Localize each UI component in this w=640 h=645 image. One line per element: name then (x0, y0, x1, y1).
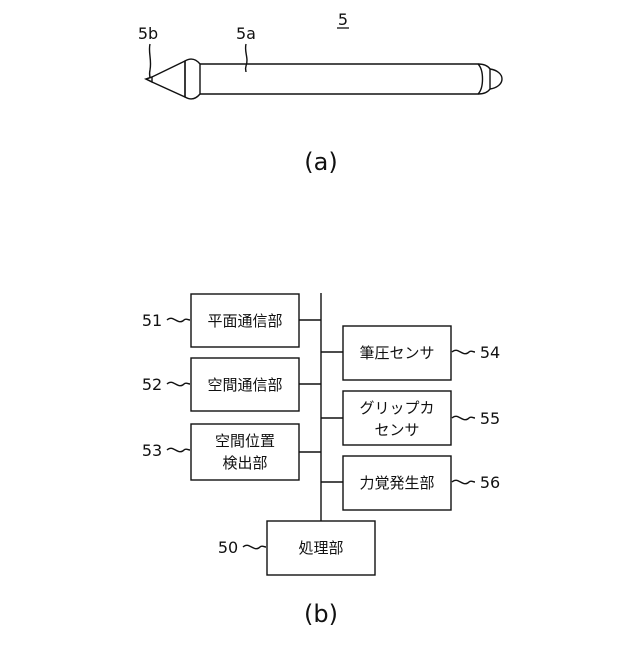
pen-end-knob (490, 69, 502, 89)
label-5a: 5a (236, 24, 256, 43)
leader-54 (452, 350, 475, 353)
pen-barrel (200, 64, 483, 94)
ref-50: 50 (218, 538, 238, 557)
block-55-text-line2: センサ (374, 421, 419, 439)
block-diagram: 平面通信部 51 空間通信部 52 空間位置 検出部 53 筆圧センサ 54 グ… (142, 293, 500, 628)
leader-50 (243, 545, 266, 548)
ref-55: 55 (480, 409, 500, 428)
leader-5a (246, 44, 247, 72)
pen-tip-point (146, 77, 152, 82)
ref-54: 54 (480, 343, 500, 362)
pen-drawing: 5 5b 5a (a) (138, 10, 502, 176)
block-51-text: 平面通信部 (207, 312, 282, 330)
block-50-text: 処理部 (298, 539, 343, 557)
ref-52: 52 (142, 375, 162, 394)
leader-52 (167, 382, 190, 385)
ref-51: 51 (142, 311, 162, 330)
block-55-text-line1: グリップカ (359, 399, 434, 417)
label-5b: 5b (138, 24, 158, 43)
ref-53: 53 (142, 441, 162, 460)
pen-end-cap (478, 64, 490, 94)
pen-front-cone (185, 59, 200, 99)
caption-b: (b) (304, 600, 338, 628)
block-52-text: 空間通信部 (207, 376, 282, 394)
block-53-text-line1: 空間位置 (215, 432, 275, 450)
block-54-text: 筆圧センサ (359, 344, 434, 362)
leader-55 (452, 416, 475, 419)
figure-ref-5: 5 (338, 10, 348, 29)
leader-53 (167, 448, 190, 451)
leader-56 (452, 480, 475, 483)
caption-a: (a) (304, 148, 337, 176)
leader-51 (167, 318, 190, 321)
leader-5b (149, 44, 150, 78)
ref-56: 56 (480, 473, 500, 492)
block-53-text-line2: 検出部 (222, 454, 267, 472)
block-56-text: 力覚発生部 (359, 474, 434, 492)
